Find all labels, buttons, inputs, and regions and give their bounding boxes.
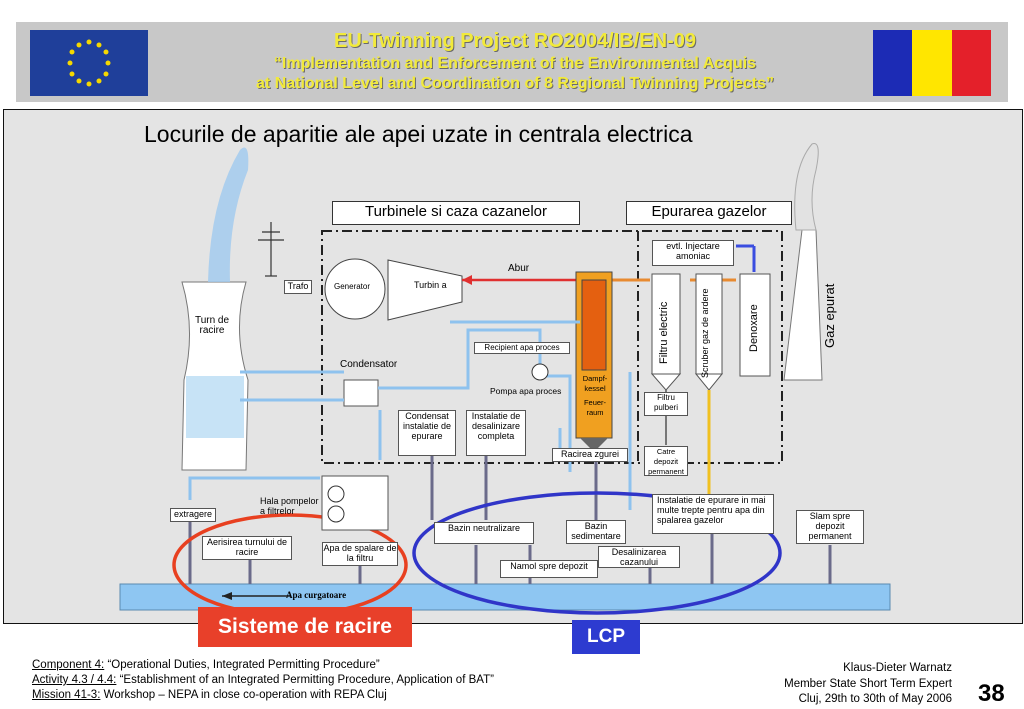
boiler-label: Dampf-kessel — [582, 374, 608, 393]
header-project-title: EU-Twinning Project RO2004/IB/EN-09 — [334, 30, 696, 52]
transmission-tower-icon — [258, 222, 284, 277]
tower-venting-label: Aerisirea turnului de racire — [202, 536, 292, 560]
condenser-shape — [343, 379, 379, 407]
multi-stage-treatment-label: Instalatie de epurare in mai multe trept… — [652, 494, 774, 534]
slide-title: Locurile de aparitie ale apei uzate in c… — [144, 121, 693, 147]
filter-wash-water-label: Apa de spalare de la filtru — [322, 542, 398, 566]
neutralization-basin-label: Bazin neutralizare — [434, 522, 534, 544]
chimney-plume — [794, 143, 819, 231]
romania-flag-icon — [873, 30, 991, 96]
section-turbine-boiler: Turbinele si caza cazanelor — [332, 201, 580, 225]
lcp-badge: LCP — [572, 620, 640, 654]
turbine-shape — [387, 259, 463, 321]
cooling-tower-plume — [208, 147, 249, 282]
electro-filter-label: Filtru electric — [658, 301, 670, 364]
sedimentation-basin-label: Bazin sedimentare — [566, 520, 626, 544]
demineralization-label: Instalatie de desalinizare completa — [466, 410, 526, 456]
sludge-to-disposal-label: Namol spre depozit — [500, 560, 598, 578]
slag-cooling-label: Racirea zgurei — [552, 448, 628, 462]
process-water-tank-label: Recipient apa proces — [474, 342, 570, 354]
to-disposal-label: Catre depozit permanent — [644, 446, 688, 476]
page-number: 38 — [978, 680, 1005, 707]
furnace-label: Feuer-raum — [583, 398, 607, 417]
cooling-systems-badge: Sisteme de racire — [198, 607, 412, 647]
plant-boundary — [321, 230, 783, 464]
generator-label: Generator — [334, 282, 371, 291]
river-label: Apa curgatoare — [286, 590, 347, 600]
process-pump-icon — [531, 363, 549, 381]
eu-flag-icon — [30, 30, 148, 96]
section-gas-cleaning: Epurarea gazelor — [626, 201, 792, 225]
pump-hall-shape — [321, 475, 389, 531]
ammonia-injection-label: evtl. Injectare amoniac — [652, 240, 734, 266]
cooling-tower-fill — [186, 376, 244, 438]
denox-shape — [739, 273, 771, 377]
footer-activity-key: Activity 4.3 / 4.4: — [32, 674, 117, 686]
blowdown-label: extragere — [170, 508, 216, 522]
sludge-permanent-label: Slam spre depozit permanent — [796, 510, 864, 544]
footer-author: Klaus-Dieter Warnatz Member State Short … — [700, 661, 952, 708]
footer-component-value: “Operational Duties, Integrated Permitti… — [104, 659, 380, 671]
dust-filter-label: Filtru pulberi — [644, 392, 688, 416]
cooling-tower-label: Turn de racire — [194, 315, 230, 336]
turbine-label: Turbin a — [414, 280, 447, 290]
generator-shape — [324, 258, 386, 320]
header-subtitle-line-1: “Implementation and Enforcement of the E… — [273, 55, 757, 72]
footer-author-name: Klaus-Dieter Warnatz — [843, 662, 952, 674]
footer-date: Cluj, 29th to 30th of May 2006 — [798, 693, 952, 705]
footer-mission-value: Workshop – NEPA in close co-operation wi… — [100, 689, 387, 701]
boiler-blowdown-label: Desalinizarea cazanului — [598, 546, 680, 568]
lcp-ellipse — [412, 491, 782, 615]
condensate-treatment-label: Condensat instalatie de epurare — [398, 410, 456, 456]
steam-label: Abur — [508, 263, 530, 274]
header-project-subtitle: “Implementation and Enforcement of the E… — [170, 54, 860, 94]
pump-hall-label: Hala pompelor a filtrelor — [260, 496, 319, 516]
scrubber-label: Scruber gaz de ardere — [700, 288, 710, 378]
footer-mission-key: Mission 41-3: — [32, 689, 101, 701]
header-subtitle-line-2: at National Level and Coordination of 8 … — [256, 75, 774, 92]
clean-gas-label: Gaz epurat — [822, 283, 837, 348]
footer-info: Component 4: “Operational Duties, Integr… — [32, 658, 494, 703]
cooling-water-pipes — [188, 320, 632, 510]
denox-label: Denoxare — [748, 304, 760, 352]
footer-activity-value: “Establishment of an Integrated Permitti… — [116, 674, 494, 686]
process-pump-label: Pompa apa proces — [490, 386, 562, 396]
electro-filter-shape — [651, 273, 681, 375]
footer-author-role: Member State Short Term Expert — [784, 677, 952, 690]
outflow-lines — [188, 455, 832, 584]
condenser-label: Condensator — [340, 359, 398, 370]
footer-component-key: Component 4: — [32, 659, 105, 671]
header-bar — [16, 22, 1008, 102]
chimney-shape — [783, 229, 823, 381]
trafo-label: Trafo — [284, 280, 312, 294]
